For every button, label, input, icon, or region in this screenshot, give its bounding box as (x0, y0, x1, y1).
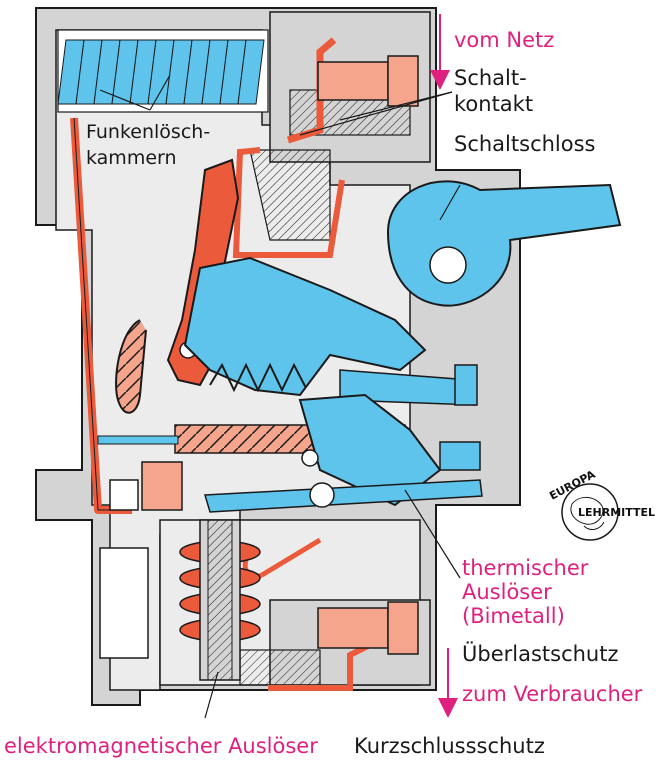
label-vom-netz: vom Netz (454, 28, 555, 52)
label-thermischer-3: (Bimetall) (462, 604, 565, 628)
label-thermischer-2: Auslöser (462, 580, 552, 604)
arc-chute-plates (57, 29, 269, 113)
label-elektromagnetischer-ausloeser: elektromagnetischer Auslöser (4, 734, 318, 758)
blue-mechanism (97, 180, 622, 513)
solenoid-core (199, 519, 241, 681)
left-screw (99, 479, 149, 659)
label-schaltkontakt-1: Schalt- (454, 66, 527, 90)
label-zum-verbraucher: zum Verbraucher (462, 682, 643, 706)
europa-lehrmittel-logo: EUROPA LEHRMITTEL (547, 468, 655, 541)
label-schaltschloss: Schaltschloss (454, 132, 596, 156)
label-funkenloeschkammern-2: kammern (86, 147, 177, 169)
label-ueberlastschutz: Überlastschutz (462, 642, 619, 666)
label-funkenloeschkammern-1: Funkenlösch- (86, 121, 211, 143)
label-thermischer-1: thermischer (462, 556, 589, 580)
logo-text-right: LEHRMITTEL (578, 506, 655, 519)
label-kurzschlussschutz: Kurzschlussschutz (354, 734, 545, 758)
label-schaltkontakt-2: kontakt (454, 92, 534, 116)
leader-lines (99, 74, 461, 719)
arc-plate (237, 39, 265, 105)
